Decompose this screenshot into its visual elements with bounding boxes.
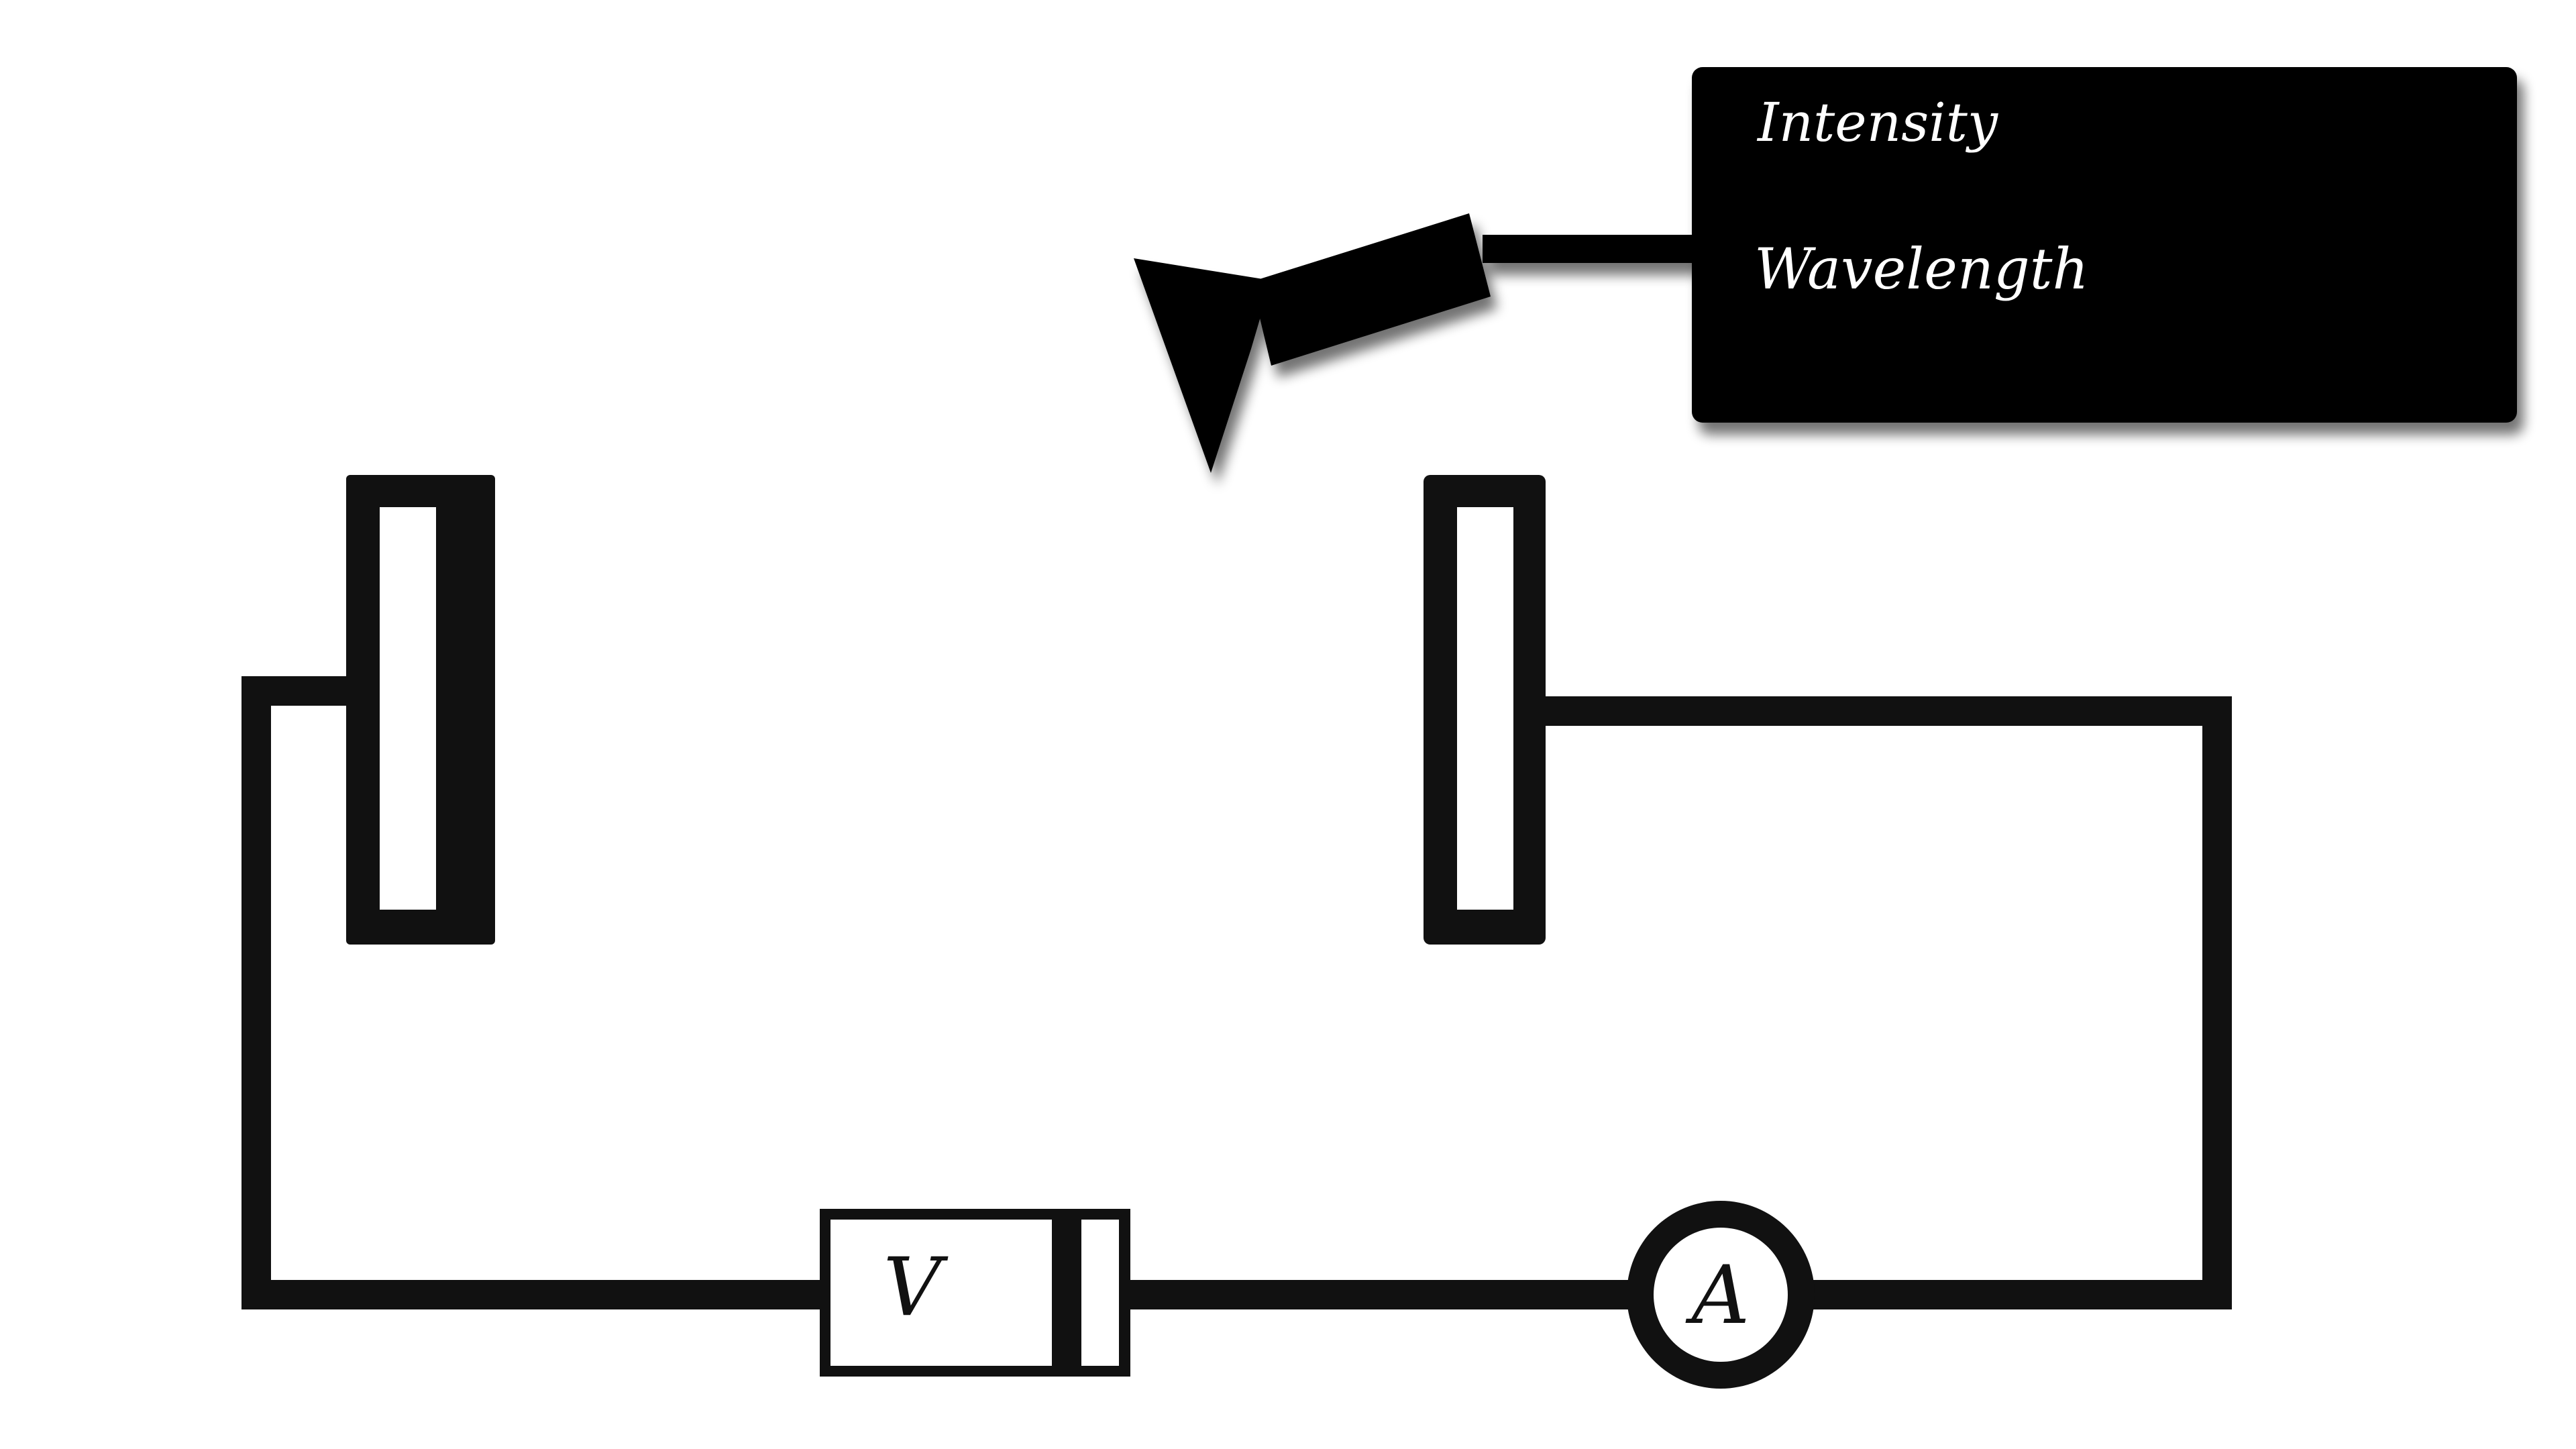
wavelength-label: Wavelength xyxy=(1754,236,2089,302)
circuit-wires xyxy=(241,676,2232,1309)
intensity-label: Intensity xyxy=(1756,91,1999,154)
ammeter: A xyxy=(1627,1201,1815,1389)
wire-left-loop xyxy=(241,676,820,1309)
right-electrode-plate xyxy=(1424,475,1546,945)
lamp-horn-icon xyxy=(1134,213,1697,473)
voltage-source-symbol: V xyxy=(883,1241,949,1334)
left-electrode-plate xyxy=(346,475,495,945)
voltage-source: V xyxy=(820,1209,1130,1377)
wire-right-loop xyxy=(1543,696,2232,1309)
ammeter-symbol: A xyxy=(1685,1249,1750,1342)
light-control-box: Intensity Wavelength xyxy=(1692,67,2517,423)
